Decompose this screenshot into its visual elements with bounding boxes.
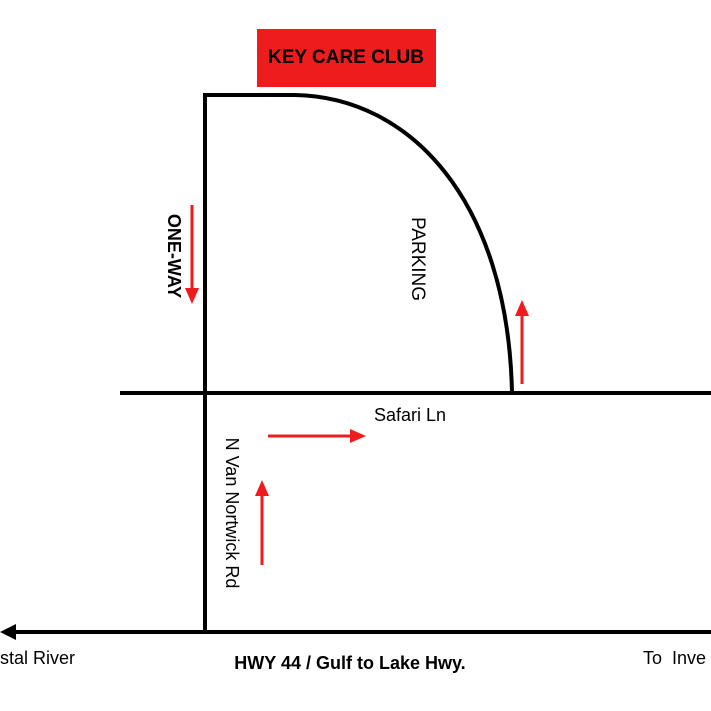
hwy-label: HWY 44 / Gulf to Lake Hwy. (234, 653, 465, 673)
safari-right-arrow (268, 429, 366, 443)
safari-ln-label: Safari Ln (374, 405, 446, 425)
hwy-left-arrowhead (0, 624, 16, 640)
one-way-down-arrow (185, 205, 199, 304)
title-text: KEY CARE CLUB (268, 47, 424, 68)
title-background (257, 29, 436, 87)
parking-lot-outline (203, 93, 514, 632)
van-nortwick-up-arrow (255, 480, 269, 565)
title-banner: KEY CARE CLUB (257, 29, 436, 87)
parking-entry-up-arrow (515, 300, 529, 384)
parking-label: PARKING (407, 217, 428, 301)
van-nortwick-label: N Van Nortwick Rd (222, 438, 242, 589)
one-way-label: ONE-WAY (164, 214, 184, 298)
right-destination-label: To Inve (643, 648, 706, 668)
left-destination-label: stal River (0, 648, 75, 668)
